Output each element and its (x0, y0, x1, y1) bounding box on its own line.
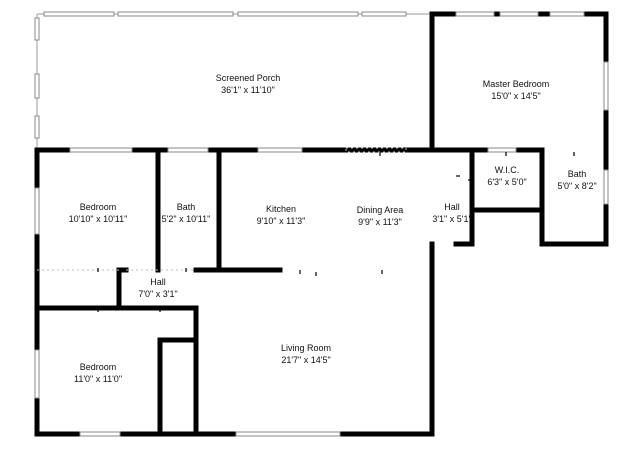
interior-walls (34, 147, 283, 437)
room-screened-porch: Screened Porch 36'1" x 11'10" (216, 73, 281, 95)
room-name: Dining Area (357, 205, 404, 215)
room-dimensions: 7'0" x 3'1" (138, 289, 177, 299)
room-dimensions: 21'7" x 14'5" (281, 355, 330, 365)
room-living-room: Living Room 21'7" x 14'5" (281, 343, 331, 365)
room-name: W.I.C. (495, 165, 520, 175)
room-bath-1: Bath 5'2" x 10'11" (162, 202, 211, 224)
house-exterior-walls (34, 147, 435, 437)
room-east-hall: Hall 3'1" x 5'1" (432, 202, 471, 224)
opening-marks (97, 83, 575, 312)
wic-bath-walls (453, 147, 609, 247)
room-hall: Hall 7'0" x 3'1" (138, 277, 177, 299)
room-bedroom-2: Bedroom 11'0" x 11'0" (74, 362, 122, 384)
room-dimensions: 6'3" x 5'0" (487, 177, 526, 187)
room-name: Bedroom (80, 202, 117, 212)
room-kitchen: Kitchen 9'10" x 11'3" (257, 204, 306, 226)
room-dimensions: 36'1" x 11'10" (221, 85, 275, 95)
room-dimensions: 9'9" x 11'3" (358, 217, 402, 227)
room-name: Hall (150, 277, 166, 287)
room-name: Bath (177, 202, 196, 212)
room-master-bath: Bath 5'0" x 8'2" (557, 169, 596, 191)
room-dimensions: 9'10" x 11'3" (257, 216, 306, 226)
room-bedroom-1: Bedroom 10'10" x 10'11" (69, 202, 128, 224)
room-dimensions: 3'1" x 5'1" (432, 214, 471, 224)
room-dimensions: 11'0" x 11'0" (74, 374, 122, 384)
porch-screen-outline (34, 11, 432, 150)
room-dimensions: 5'0" x 8'2" (557, 181, 596, 191)
room-name: Hall (444, 202, 460, 212)
room-master-bedroom: Master Bedroom 15'0" x 14'5" (483, 79, 550, 101)
room-name: Master Bedroom (483, 79, 550, 89)
room-dimensions: 10'10" x 10'11" (69, 214, 128, 224)
room-dimensions: 5'2" x 10'11" (162, 214, 211, 224)
room-name: Bath (568, 169, 587, 179)
room-dimensions: 15'0" x 14'5" (491, 91, 540, 101)
room-dining-area: Dining Area 9'9" x 11'3" (357, 205, 404, 227)
room-name: Kitchen (266, 204, 296, 214)
room-name: Screened Porch (216, 73, 281, 83)
room-name: Living Room (281, 343, 331, 353)
room-name: Bedroom (80, 362, 117, 372)
room-wic: W.I.C. 6'3" x 5'0" (487, 165, 526, 187)
master-bedroom-walls (429, 11, 609, 247)
